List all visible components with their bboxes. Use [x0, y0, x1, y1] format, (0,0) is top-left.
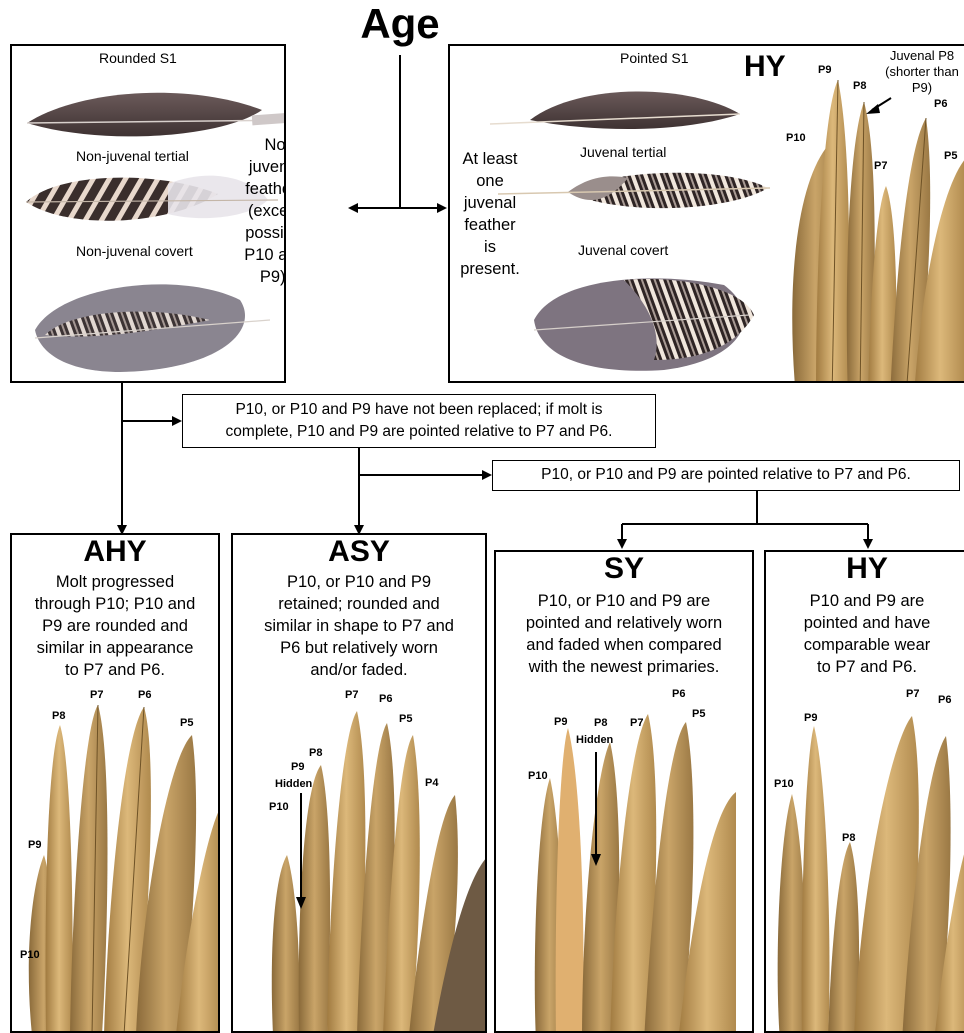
hy-top-p6-label: P6 — [934, 98, 947, 110]
hy-p8-label: P8 — [842, 832, 855, 844]
sy-hidden-label: Hidden — [576, 734, 613, 746]
ahy-p7-label: P7 — [90, 689, 103, 701]
hy-panel: HY P10 and P9 are pointed and have compa… — [764, 550, 964, 1033]
asy-p5-label: P5 — [399, 713, 412, 725]
juv-covert-label: Juvenal covert — [578, 242, 668, 258]
pointed-s1-label: Pointed S1 — [620, 50, 689, 66]
asy-p4-label: P4 — [425, 777, 438, 789]
asy-panel: ASY P10, or P10 and P9 retained; rounded… — [231, 533, 487, 1033]
asy-p6-label: P6 — [379, 693, 392, 705]
ahy-p9-label: P9 — [28, 839, 41, 851]
juv-tertial-feather — [498, 162, 778, 222]
ahy-p5-label: P5 — [180, 717, 193, 729]
nonjuv-covert-label: Non-juvenal covert — [76, 243, 193, 259]
hy-top-p10-label: P10 — [786, 132, 806, 144]
sy-p10-label: P10 — [528, 770, 548, 782]
hy-p6-label: P6 — [938, 694, 951, 706]
hy-wing — [766, 702, 964, 1033]
ahy-panel: AHY Molt progressed through P10; P10 and… — [10, 533, 220, 1033]
ahy-wing — [12, 695, 220, 1033]
hy-top-label: HY — [744, 50, 786, 84]
ahy-desc: Molt progressed through P10; P10 and P9 … — [12, 571, 218, 681]
sy-p5-label: P5 — [692, 708, 705, 720]
sy-p9-label: P9 — [554, 716, 567, 728]
asy-title: ASY — [233, 535, 485, 569]
sy-panel: SY P10, or P10 and P9 are pointed and re… — [494, 550, 754, 1033]
ahy-p10-label: P10 — [20, 949, 40, 961]
juvenal-p8-note: Juvenal P8 (shorter than P9) — [876, 48, 964, 96]
juvenal-present-note: At least one juvenal feather is present. — [450, 148, 530, 280]
no-juvenal-note-text: No juvenal feathers (except possibly P10… — [232, 134, 286, 288]
ahy-title: AHY — [12, 535, 218, 569]
hy-p7-label: P7 — [906, 688, 919, 700]
asy-wing — [233, 695, 487, 1033]
hy-top-p9-label: P9 — [818, 64, 831, 76]
nonjuv-tertial-label: Non-juvenal tertial — [76, 148, 189, 164]
adult-feathers-panel: Rounded S1 Non-juvenal tertial Non-juven… — [10, 44, 286, 383]
pointed-s1-feather — [490, 72, 750, 142]
pointed-box: P10, or P10 and P9 are pointed relative … — [492, 460, 960, 491]
hy-desc: P10 and P9 are pointed and have comparab… — [766, 590, 964, 678]
asy-hidden-label: Hidden — [275, 778, 312, 790]
rounded-s1-label: Rounded S1 — [99, 50, 177, 66]
hy-p9-label: P9 — [804, 712, 817, 724]
hy-top-wing — [786, 68, 964, 383]
sy-p6-label: P6 — [672, 688, 685, 700]
sy-desc: P10, or P10 and P9 are pointed and relat… — [496, 590, 752, 678]
juvenile-feathers-panel: Pointed S1 HY Juvenal tertial Juvenal co… — [448, 44, 964, 383]
ahy-p8-label: P8 — [52, 710, 65, 722]
not-replaced-box: P10, or P10 and P9 have not been replace… — [182, 394, 656, 448]
asy-p10-label: P10 — [269, 801, 289, 813]
asy-p9-label: P9 — [291, 761, 304, 773]
hy-p10-label: P10 — [774, 778, 794, 790]
hy-top-p8-label: P8 — [853, 80, 866, 92]
asy-desc: P10, or P10 and P9 retained; rounded and… — [233, 571, 485, 681]
asy-p8-label: P8 — [309, 747, 322, 759]
juv-tertial-label: Juvenal tertial — [580, 144, 666, 160]
ahy-p6-label: P6 — [138, 689, 151, 701]
hy-top-p7-label: P7 — [874, 160, 887, 172]
sy-p8-label: P8 — [594, 717, 607, 729]
hy-top-p5-label: P5 — [944, 150, 957, 162]
hy-title: HY — [766, 552, 964, 586]
sy-wing — [496, 692, 754, 1033]
juv-covert-feather — [524, 260, 774, 380]
sy-title: SY — [496, 552, 752, 586]
asy-p7-label: P7 — [345, 689, 358, 701]
sy-p7-label: P7 — [630, 717, 643, 729]
